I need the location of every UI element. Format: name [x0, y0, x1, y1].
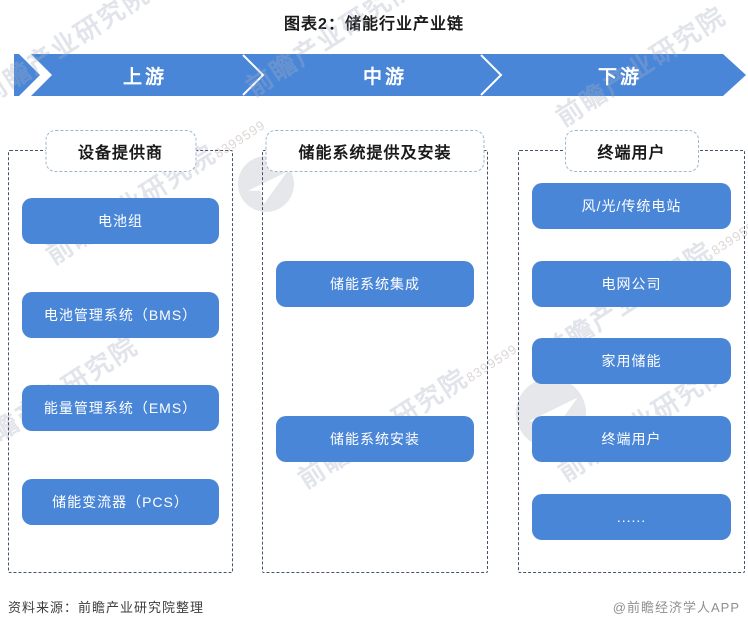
chain-node-bms: 电池管理系统（BMS） [22, 291, 219, 338]
chain-node-power-stations: 风/光/传统电站 [532, 182, 731, 229]
column-upstream: 设备提供商 电池组 电池管理系统（BMS） 能量管理系统（EMS） 储能变流器（… [8, 130, 233, 573]
app-credit: @前瞻经济学人APP [612, 600, 740, 615]
column-downstream: 终端用户 风/光/传统电站 电网公司 家用储能 终端用户 ...... [518, 130, 745, 573]
chain-node-ellipsis: ...... [532, 494, 731, 541]
chain-node-grid-company: 电网公司 [532, 260, 731, 307]
chain-node-home-storage: 家用储能 [532, 338, 731, 385]
chevron-separator-icon [480, 54, 503, 96]
column-header-system-provision-installation: 储能系统提供及安装 [265, 130, 485, 172]
banner-segment-midstream: 中游 [362, 66, 407, 88]
chain-node-end-user: 终端用户 [532, 416, 731, 463]
banner-segment-downstream: 下游 [597, 66, 642, 88]
banner-arrow-body [31, 54, 746, 96]
chevron-separator-icon [242, 54, 265, 96]
chain-node-system-installation: 储能系统安装 [276, 416, 474, 463]
process-arrow-banner [14, 54, 746, 96]
chain-node-pcs: 储能变流器（PCS） [22, 478, 219, 525]
chain-node-system-integration: 储能系统集成 [276, 260, 474, 307]
source-note: 资料来源：前瞻产业研究院整理 [8, 600, 205, 615]
column-header-end-users: 终端用户 [564, 130, 699, 172]
page-title: 图表2：储能行业产业链 [284, 16, 464, 33]
banner-segment-upstream: 上游 [122, 66, 167, 88]
chain-node-battery-pack: 电池组 [22, 198, 219, 245]
column-header-equipment-providers: 设备提供商 [44, 130, 197, 172]
chain-node-ems: 能量管理系统（EMS） [22, 385, 219, 432]
banner-left-chevron-icon [14, 54, 40, 96]
column-midstream: 储能系统提供及安装 储能系统集成 储能系统安装 [262, 130, 488, 573]
